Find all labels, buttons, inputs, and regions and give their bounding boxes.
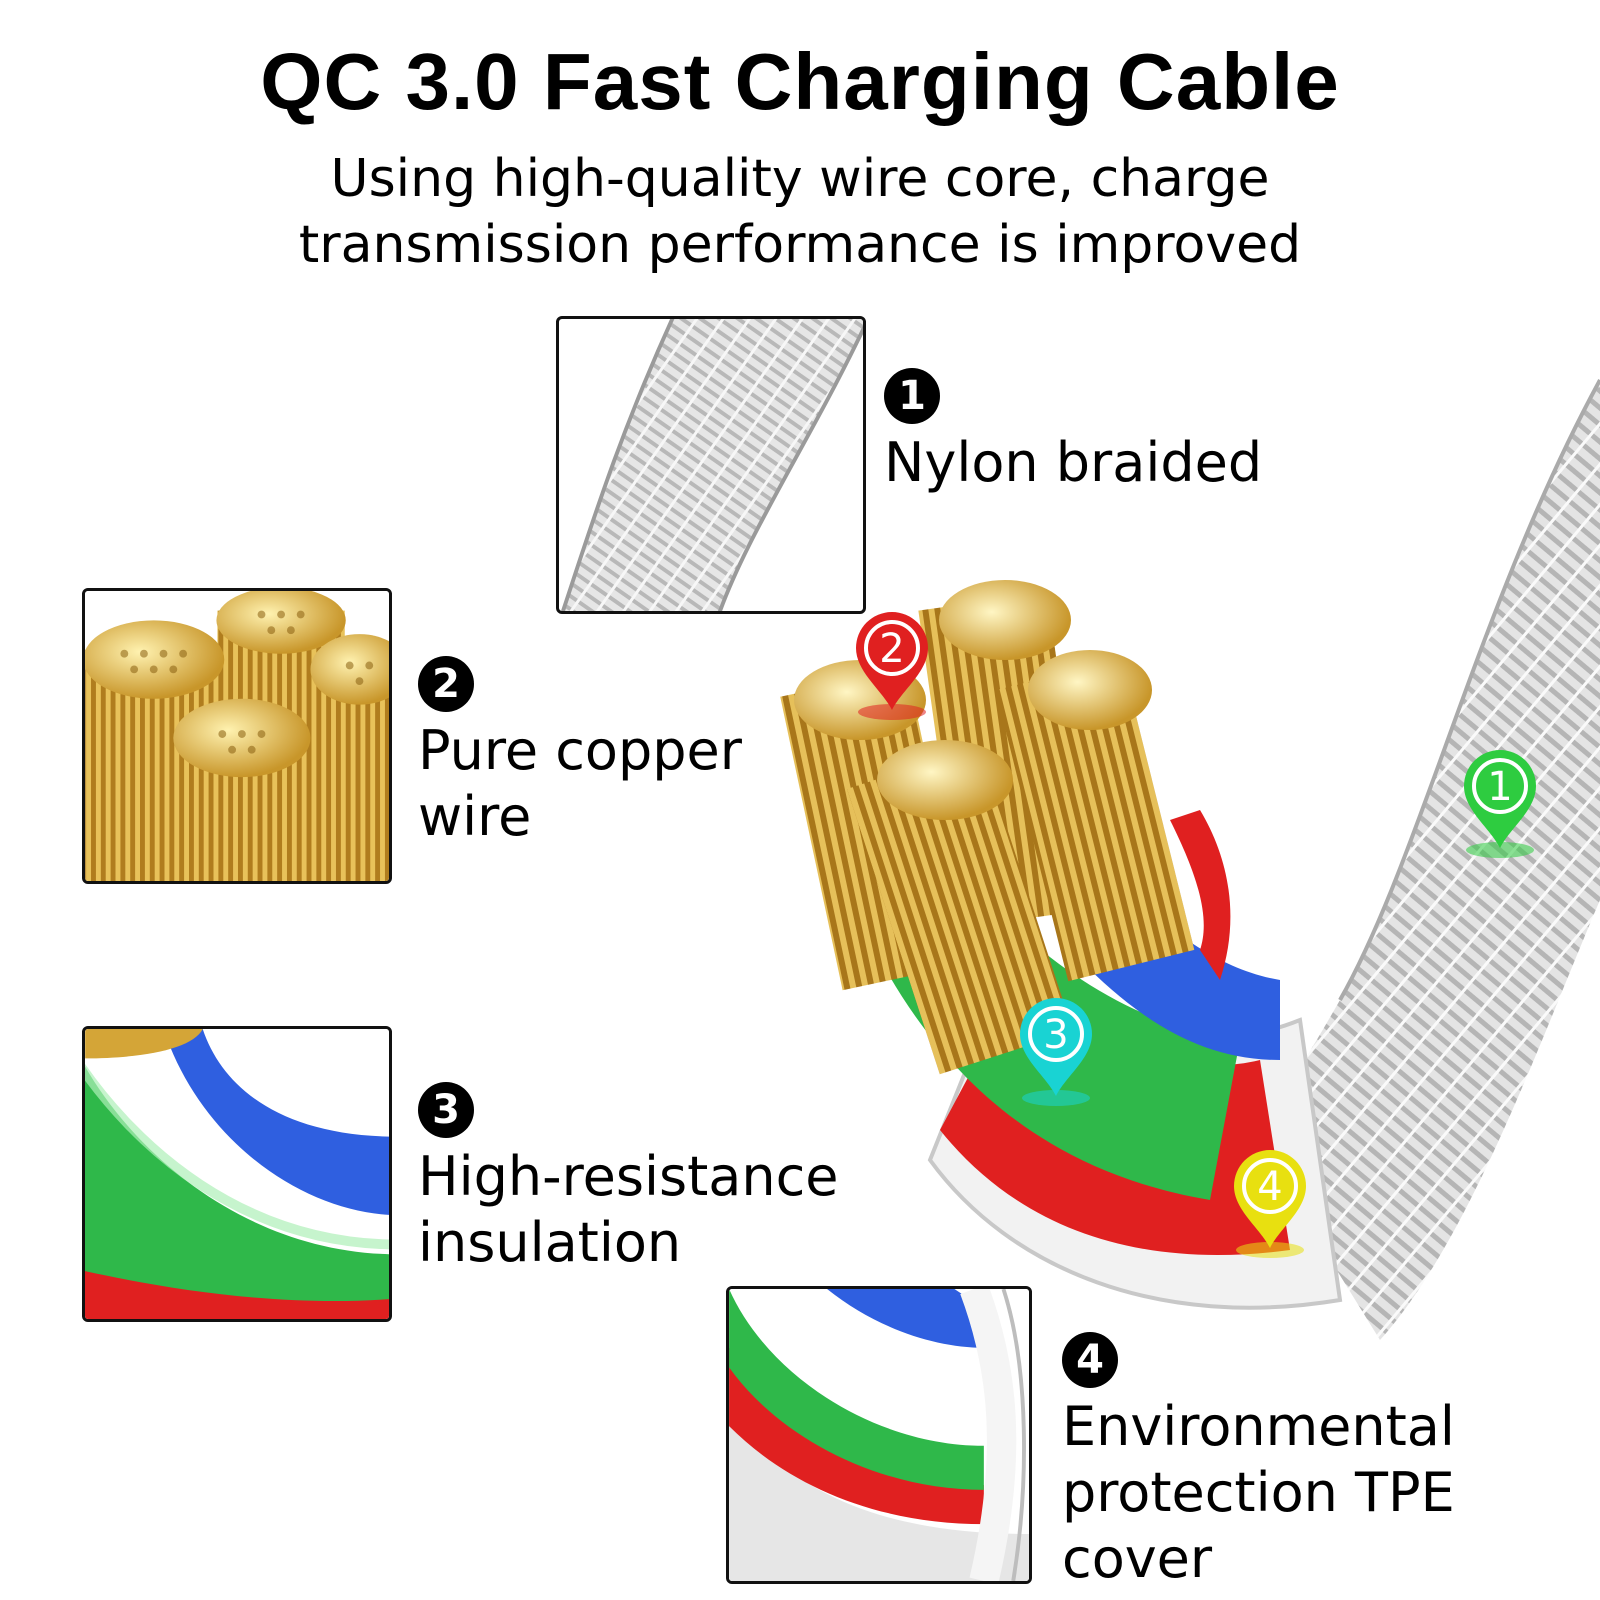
marker-number: 2 bbox=[879, 626, 904, 672]
feature-label-line-2: protection TPE bbox=[1062, 1461, 1455, 1524]
copper-wire-inset-image bbox=[82, 588, 392, 884]
subtitle-line-2: transmission performance is improved bbox=[298, 215, 1302, 275]
feature-label-line-2: wire bbox=[418, 785, 532, 848]
insulation-inset-image bbox=[82, 1026, 392, 1322]
feature-nylon-braided: 1 Nylon braided bbox=[884, 368, 1262, 496]
feature-number-badge: 1 bbox=[884, 368, 940, 424]
marker-pin-1: 1 bbox=[1460, 748, 1540, 858]
insulation-layers-illustration bbox=[85, 1029, 389, 1319]
feature-label: Nylon braided bbox=[884, 431, 1263, 494]
marker-pin-2: 2 bbox=[852, 610, 932, 720]
tpe-cover-inset-image bbox=[726, 1286, 1032, 1584]
marker-number: 1 bbox=[1487, 764, 1512, 810]
marker-pin-4: 4 bbox=[1230, 1148, 1310, 1258]
feature-pure-copper-wire: 2 Pure copper wire bbox=[418, 656, 742, 850]
feature-label-line-1: High-resistance bbox=[418, 1145, 839, 1208]
page-title: QC 3.0 Fast Charging Cable bbox=[260, 37, 1340, 126]
feature-number-badge: 2 bbox=[418, 656, 474, 712]
marker-number: 3 bbox=[1043, 1012, 1068, 1058]
marker-number: 4 bbox=[1257, 1164, 1282, 1210]
page-subtitle: Using high-quality wire core, charge tra… bbox=[200, 146, 1400, 278]
cable-cross-section-hero-image bbox=[780, 340, 1600, 1420]
braided-cable-illustration bbox=[560, 319, 863, 611]
feature-label-line-1: Environmental bbox=[1062, 1395, 1455, 1458]
nylon-braid-inset-image bbox=[556, 316, 866, 614]
feature-label-line-2: insulation bbox=[418, 1211, 682, 1274]
feature-environmental-tpe-cover: 4 Environmental protection TPE cover bbox=[1062, 1332, 1455, 1592]
subtitle-line-1: Using high-quality wire core, charge bbox=[330, 149, 1270, 209]
tpe-cover-illustration bbox=[729, 1289, 1029, 1581]
cable-cutaway-illustration bbox=[780, 379, 1600, 1340]
feature-label-line-3: cover bbox=[1062, 1527, 1213, 1590]
feature-label-line-1: Pure copper bbox=[418, 719, 742, 782]
feature-number-badge: 4 bbox=[1062, 1332, 1118, 1388]
feature-number-badge: 3 bbox=[418, 1082, 474, 1138]
copper-strands-illustration bbox=[85, 591, 389, 881]
marker-pin-3: 3 bbox=[1016, 996, 1096, 1106]
feature-high-resistance-insulation: 3 High-resistance insulation bbox=[418, 1082, 839, 1276]
